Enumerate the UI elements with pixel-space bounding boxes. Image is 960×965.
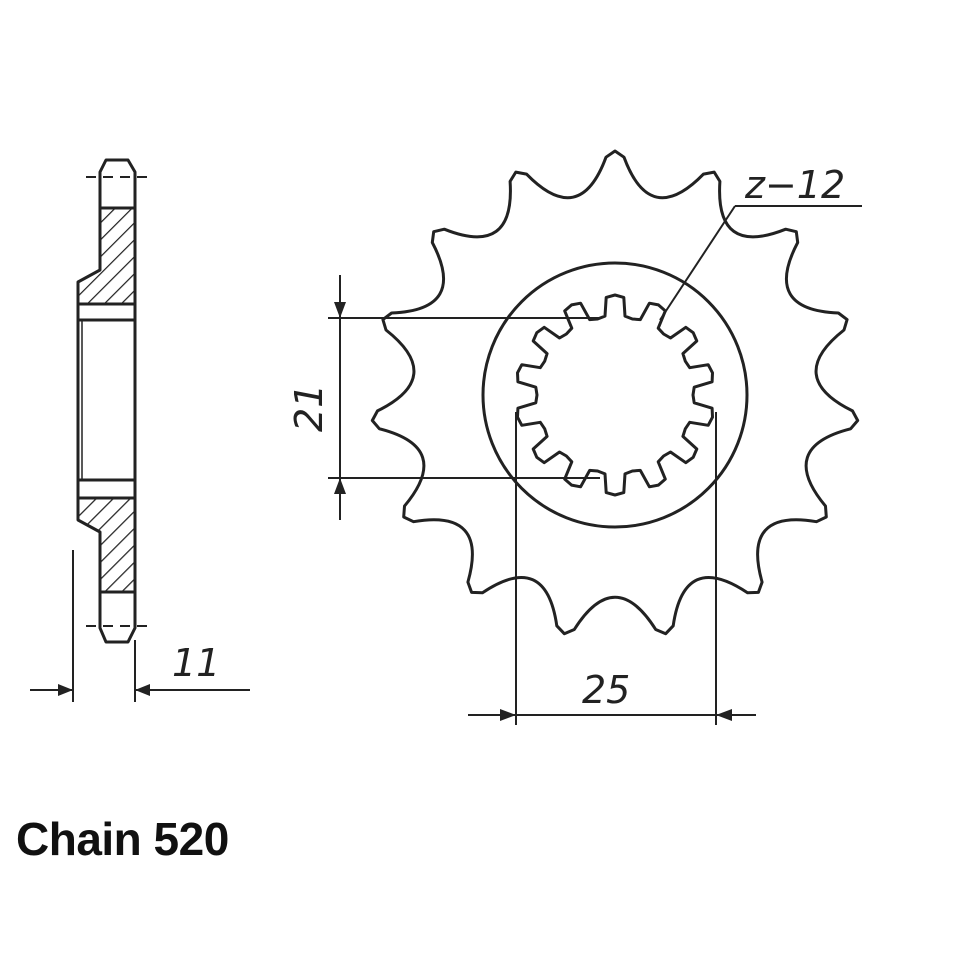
hub-circle xyxy=(481,261,749,529)
side-hatch-bottom xyxy=(76,496,137,594)
side-tooth-bottom xyxy=(98,592,137,644)
side-hatch-top xyxy=(76,206,137,306)
bore-dimension-label: 21 xyxy=(287,384,331,432)
side-hub xyxy=(76,304,135,498)
spline-bore xyxy=(516,293,714,497)
side-tooth-top xyxy=(98,158,137,208)
front-view xyxy=(328,149,862,725)
teeth-count-label: z−12 xyxy=(744,163,845,207)
width-dimension-label: 11 xyxy=(172,641,220,685)
side-view xyxy=(30,158,250,702)
teeth-leader-diag xyxy=(659,205,736,321)
spline-dimension-label: 25 xyxy=(582,668,630,712)
chain-caption: Chain 520 xyxy=(16,813,229,865)
